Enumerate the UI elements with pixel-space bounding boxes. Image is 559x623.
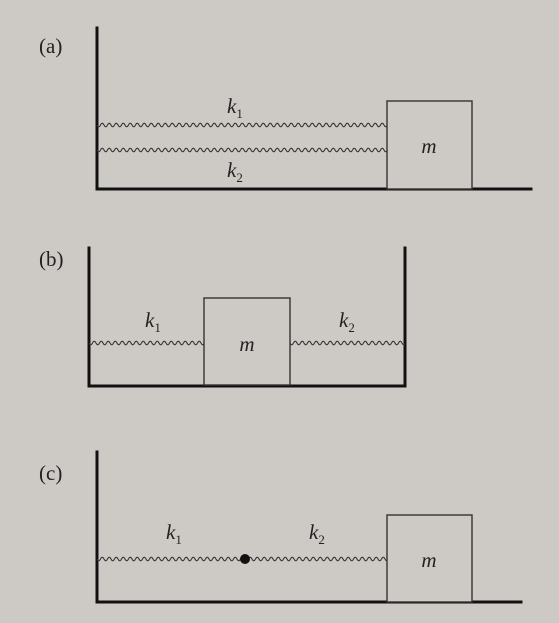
panel-c-junction-dot [240, 554, 250, 564]
panel-b-label: (b) [39, 247, 64, 271]
panel-c-wall-floor [95, 450, 523, 604]
panel-a-k1-label: k1 [227, 94, 243, 121]
panel-a: (a) k1 k2 m [39, 26, 533, 191]
panel-c-k1-label: k1 [166, 520, 182, 547]
panel-c: (c) k1 k2 m [39, 450, 523, 604]
panel-a-label: (a) [39, 34, 62, 58]
panel-c-spring-k2 [244, 556, 387, 562]
panel-b-mass-block [203, 297, 291, 386]
panel-a-mass-label: m [421, 134, 436, 158]
panel-b-k1-label: k1 [145, 308, 161, 335]
panel-b-walls-floor [87, 246, 407, 388]
panel-b-k2-label: k2 [339, 308, 355, 335]
panel-a-mass-block [386, 100, 473, 190]
panel-a-k2-label: k2 [227, 158, 243, 185]
panel-c-mass-label: m [421, 548, 436, 572]
panel-c-spring-k1 [96, 556, 246, 562]
panel-a-spring-k1 [96, 122, 388, 128]
panel-c-k2-label: k2 [309, 520, 325, 547]
panel-b-spring-k1 [88, 340, 205, 346]
panel-b-spring-k2 [289, 340, 406, 346]
panel-a-spring-k2 [96, 147, 388, 153]
panel-c-mass-block [386, 514, 473, 603]
panel-b-mass-label: m [239, 332, 254, 356]
panel-c-label: (c) [39, 461, 62, 485]
panel-b: (b) k1 k2 m [39, 246, 407, 388]
